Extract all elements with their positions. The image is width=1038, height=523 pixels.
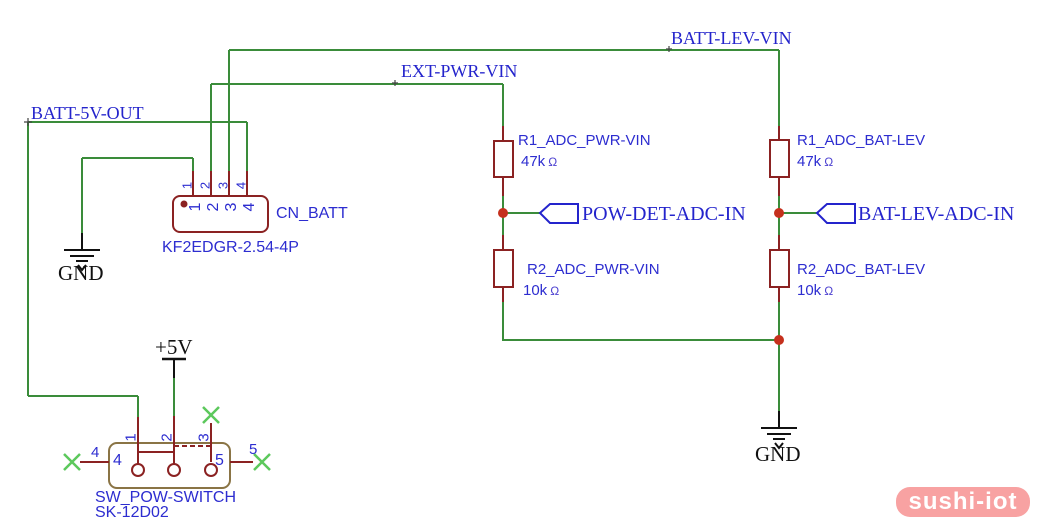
connector-pin-number-outer: 2 [197, 181, 213, 190]
wire-ext-pwr-vin [210, 83, 504, 171]
gnd-symbol-left [64, 233, 100, 272]
resistor-ref-label: R1_ADC_BAT-LEV [797, 132, 926, 149]
net-anchor-ticks [24, 46, 672, 126]
connector-part-label: KF2EDGR-2.54-4P [162, 239, 299, 256]
port-flag-pow-det-adc-in [538, 203, 579, 224]
switch-pin-number-outer: 4 [91, 444, 100, 461]
connector-pin-stubs [192, 171, 248, 197]
no-connect-x-icon [202, 406, 220, 424]
resistor-r1-adc-pwr-vin [493, 140, 514, 178]
switch-pin-number: 2 [158, 433, 176, 442]
switch-terminal-circle [131, 463, 145, 477]
power-switch-symbol [80, 416, 253, 489]
gnd-label-left: GND [58, 261, 104, 285]
gnd-symbol-right [761, 411, 797, 450]
pin1-marker-dot [180, 200, 188, 208]
connector-pin-name-inner: 3 [223, 202, 240, 212]
ohm-unit: Ω [824, 284, 834, 298]
net-label-ext-pwr-vin: EXT-PWR-VIN [401, 61, 518, 81]
junction-dot [774, 335, 784, 345]
ohm-unit: Ω [550, 284, 560, 298]
no-connect-x-icon [253, 453, 271, 471]
tick-ext-pwr-vin [392, 80, 398, 86]
connector-body [172, 195, 269, 233]
switch-pin-number-outer: 5 [249, 441, 258, 458]
watermark-badge: sushi-iot [896, 487, 1030, 517]
wires [27, 49, 817, 417]
connector-pin-name-inner: 1 [187, 202, 204, 212]
switch-pins [80, 416, 253, 464]
connector-ref-label: CN_BATT [276, 205, 348, 222]
plus5v-label: +5V [155, 335, 193, 359]
junction-dots [498, 208, 784, 345]
battery-connector-symbol [172, 171, 269, 233]
resistor-ref-label: R2_ADC_PWR-VIN [527, 261, 660, 278]
junction-dot [774, 208, 784, 218]
gnd-bars-icon [761, 427, 797, 450]
wire-batt-lev-vin [228, 49, 780, 171]
resistor-symbols [493, 126, 790, 302]
plus5v-symbol [162, 357, 186, 378]
switch-ref-label: SW_POW-SWITCH [95, 489, 237, 506]
port-label-bat-lev-adc-in: BAT-LEV-ADC-IN [858, 203, 1015, 225]
tick-batt-lev-vin [666, 46, 672, 52]
connector-pin-number-outer: 4 [233, 181, 249, 190]
wire-right-divider [778, 196, 817, 411]
ohm-unit: Ω [548, 155, 558, 169]
resistor-ref-label: R1_ADC_PWR-VIN [518, 132, 651, 149]
tick-batt-5v-out [24, 118, 32, 126]
gnd-bars-icon [64, 249, 100, 272]
wire-batt-5v-out [27, 121, 248, 417]
resistor-r2-adc-pwr-vin [493, 249, 514, 288]
connector-pin-number-outer: 3 [215, 181, 231, 190]
resistor-ref-label: R2_ADC_BAT-LEV [797, 261, 926, 278]
connector-pin-name-inner: 2 [205, 202, 222, 212]
port-flag-bat-lev-adc-in [815, 203, 856, 224]
net-label-batt-lev-vin: BATT-LEV-VIN [671, 28, 792, 48]
switch-pin-name-inner: 5 [215, 452, 224, 469]
no-connect-x-icon [63, 453, 81, 471]
switch-terminal-circle [167, 463, 181, 477]
net-label-batt-5v-out: BATT-5V-OUT [31, 103, 144, 123]
switch-pin-number: 3 [195, 433, 213, 442]
gnd-label-right: GND [755, 442, 801, 466]
junction-dot [498, 208, 508, 218]
switch-terminal-circle [204, 463, 218, 477]
no-connect-marks [63, 406, 271, 471]
port-label-pow-det-adc-in: POW-DET-ADC-IN [582, 203, 746, 225]
switch-pin-number: 1 [122, 433, 140, 442]
switch-pin-name-inner: 4 [113, 452, 122, 469]
switch-terminals [131, 463, 218, 477]
connector-pin-number-outer: 1 [179, 181, 195, 190]
resistor-r1-adc-bat-lev [769, 139, 790, 178]
ohm-unit: Ω [824, 155, 834, 169]
net-port-flags [538, 203, 856, 224]
connector-pin-name-inner: 4 [241, 202, 258, 212]
wire-gnd-to-pin1 [81, 157, 194, 233]
switch-part-label: SK-12D02 [95, 504, 169, 521]
resistor-r2-adc-bat-lev [769, 249, 790, 288]
